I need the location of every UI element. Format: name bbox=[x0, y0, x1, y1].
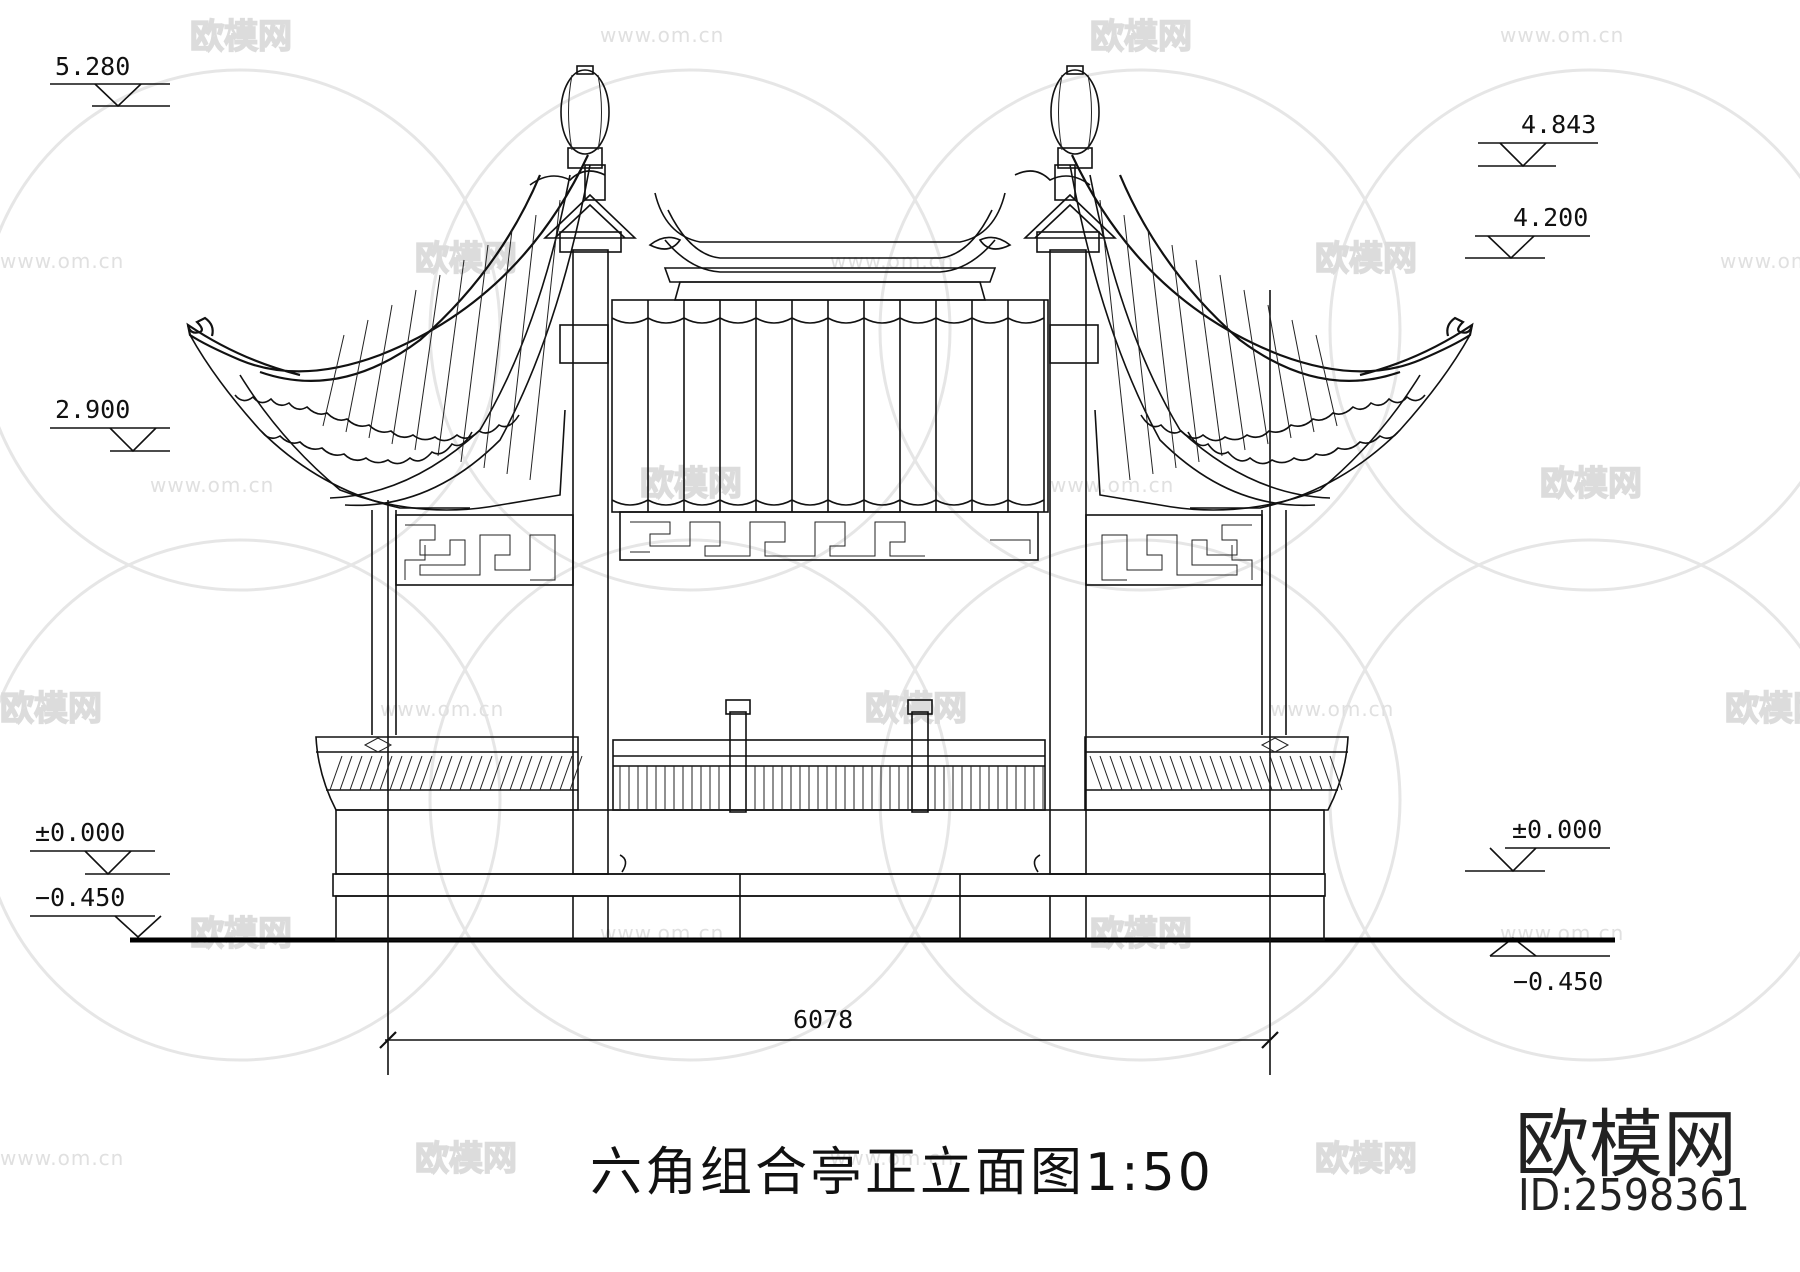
svg-text:欧模网: 欧模网 bbox=[415, 1139, 517, 1179]
svg-text:欧模网: 欧模网 bbox=[1540, 464, 1642, 504]
svg-text:欧模网: 欧模网 bbox=[415, 239, 517, 279]
roof-left-tip bbox=[186, 316, 214, 337]
level-marker-left-mid: 2.900 bbox=[50, 395, 170, 453]
railing-center bbox=[612, 699, 1046, 813]
level-marker-right-top: 4.843 bbox=[1478, 110, 1598, 168]
svg-text:欧模网: 欧模网 bbox=[1315, 239, 1417, 279]
lattice-frieze-center bbox=[619, 511, 1039, 561]
svg-text:欧模网: 欧模网 bbox=[0, 689, 102, 729]
svg-text:www.om.cn: www.om.cn bbox=[830, 249, 954, 273]
watermark-logo: 欧模网 欧模网 欧模网 欧模网 欧模网 欧模网 欧模网 欧模网 欧模网 欧模网 … bbox=[0, 16, 1800, 1180]
svg-text:www.om.cn: www.om.cn bbox=[830, 1146, 954, 1170]
brand-logo: 欧模网 bbox=[1515, 1102, 1737, 1188]
level-marker-right-zero: ±0.000 bbox=[1465, 815, 1610, 873]
svg-text:www.om.cn: www.om.cn bbox=[0, 249, 124, 273]
svg-text:−0.450: −0.450 bbox=[35, 883, 125, 912]
svg-text:−0.450: −0.450 bbox=[1513, 967, 1603, 996]
svg-text:±0.000: ±0.000 bbox=[35, 818, 125, 847]
roof-left bbox=[186, 154, 591, 511]
svg-text:欧模网: 欧模网 bbox=[190, 17, 292, 57]
level-marker-left-top: 5.280 bbox=[50, 52, 170, 108]
svg-text:4.200: 4.200 bbox=[1513, 203, 1588, 232]
svg-text:www.om.cn: www.om.cn bbox=[1500, 23, 1624, 47]
svg-text:www.om.cn: www.om.cn bbox=[1720, 249, 1800, 273]
roof-right bbox=[1069, 154, 1474, 511]
lattice-frieze-right bbox=[1085, 514, 1263, 586]
railing-left bbox=[315, 736, 583, 811]
svg-text:www.om.cn: www.om.cn bbox=[1050, 473, 1174, 497]
svg-text:欧模网: 欧模网 bbox=[865, 689, 967, 729]
svg-text:www.om.cn: www.om.cn bbox=[0, 1146, 124, 1170]
level-marker-right-mid: 4.200 bbox=[1465, 203, 1590, 260]
svg-text:www.om.cn: www.om.cn bbox=[600, 23, 724, 47]
svg-text:欧模网: 欧模网 bbox=[1725, 689, 1800, 729]
svg-text:欧模网: 欧模网 bbox=[190, 914, 292, 954]
brand-id-label: ID:2598361 bbox=[1518, 1170, 1750, 1221]
svg-text:6078: 6078 bbox=[793, 1005, 853, 1034]
svg-text:欧模网: 欧模网 bbox=[1315, 1139, 1417, 1179]
svg-text:4.843: 4.843 bbox=[1521, 110, 1596, 139]
svg-text:www.om.cn: www.om.cn bbox=[380, 697, 504, 721]
svg-text:±0.000: ±0.000 bbox=[1512, 815, 1602, 844]
railing-right bbox=[1084, 736, 1349, 811]
level-marker-right-ground: −0.450 bbox=[1489, 936, 1610, 996]
svg-text:欧模网: 欧模网 bbox=[640, 464, 742, 504]
pavilion-elevation bbox=[186, 65, 1474, 941]
svg-text:欧模网: 欧模网 bbox=[1090, 914, 1192, 954]
watermark-layer: 欧模网 欧模网 欧模网 欧模网 欧模网 欧模网 欧模网 欧模网 欧模网 欧模网 … bbox=[0, 16, 1800, 1180]
level-marker-left-zero: ±0.000 bbox=[30, 818, 170, 876]
svg-text:2.900: 2.900 bbox=[55, 395, 130, 424]
svg-text:www.om.cn: www.om.cn bbox=[1270, 697, 1394, 721]
lattice-frieze-left bbox=[395, 514, 574, 586]
drawing-title: 六角组合亭正立面图1:50 bbox=[590, 1143, 1214, 1203]
level-marker-left-ground: −0.450 bbox=[30, 883, 162, 939]
svg-text:5.280: 5.280 bbox=[55, 52, 130, 81]
dimension-line: 6078 bbox=[379, 290, 1279, 1075]
center-ridge bbox=[648, 192, 1012, 301]
svg-text:欧模网: 欧模网 bbox=[1090, 17, 1192, 57]
svg-text:www.om.cn: www.om.cn bbox=[150, 473, 274, 497]
column-left bbox=[559, 231, 627, 875]
center-roof bbox=[611, 299, 1049, 513]
watermark-url: www.om.cn www.om.cn www.om.cn www.om.cn … bbox=[0, 23, 1800, 1170]
finial-left bbox=[529, 65, 637, 239]
finial-right bbox=[1014, 65, 1117, 239]
